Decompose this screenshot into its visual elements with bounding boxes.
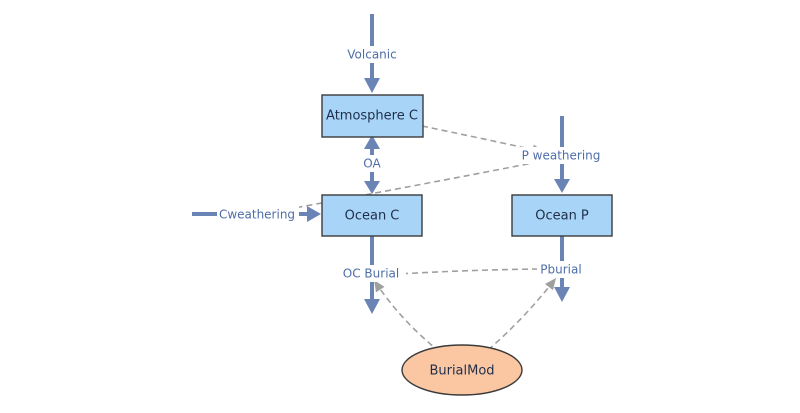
svg-text:Pburial: Pburial [540, 263, 581, 277]
svg-text:Volcanic: Volcanic [347, 48, 396, 62]
link-burialmod-to-pburial [487, 277, 557, 351]
link-pweathering-to-cweathering [261, 159, 549, 217]
stock-ocean-p[interactable]: Ocean P [511, 194, 613, 237]
svg-text:Ocean P: Ocean P [535, 209, 589, 224]
flow-label-cweathering: Cweathering [217, 206, 299, 223]
converter-burialmod[interactable]: BurialMod [401, 344, 523, 396]
svg-text:P weathering: P weathering [522, 149, 601, 163]
svg-text:BurialMod: BurialMod [429, 364, 494, 379]
flow-label-volcanic: Volcanic [344, 46, 400, 63]
svg-text:OC Burial: OC Burial [343, 267, 399, 281]
link-burialmod-to-ocburial [373, 279, 441, 353]
stock-atmosphere-c[interactable]: Atmosphere C [321, 94, 424, 138]
svg-text:Ocean C: Ocean C [345, 209, 400, 224]
link-pburial-to-ocburial [382, 268, 539, 280]
stock-ocean-c[interactable]: Ocean C [321, 194, 423, 237]
svg-text:Atmosphere C: Atmosphere C [326, 109, 418, 124]
flow-label-p-weathering: P weathering [520, 147, 604, 164]
flow-label-pburial: Pburial [537, 261, 585, 278]
svg-text:Cweathering: Cweathering [219, 208, 295, 222]
svg-text:OA: OA [363, 157, 381, 171]
flow-label-oa: OA [359, 155, 385, 172]
flow-label-oc-burial: OC Burial [338, 265, 406, 282]
